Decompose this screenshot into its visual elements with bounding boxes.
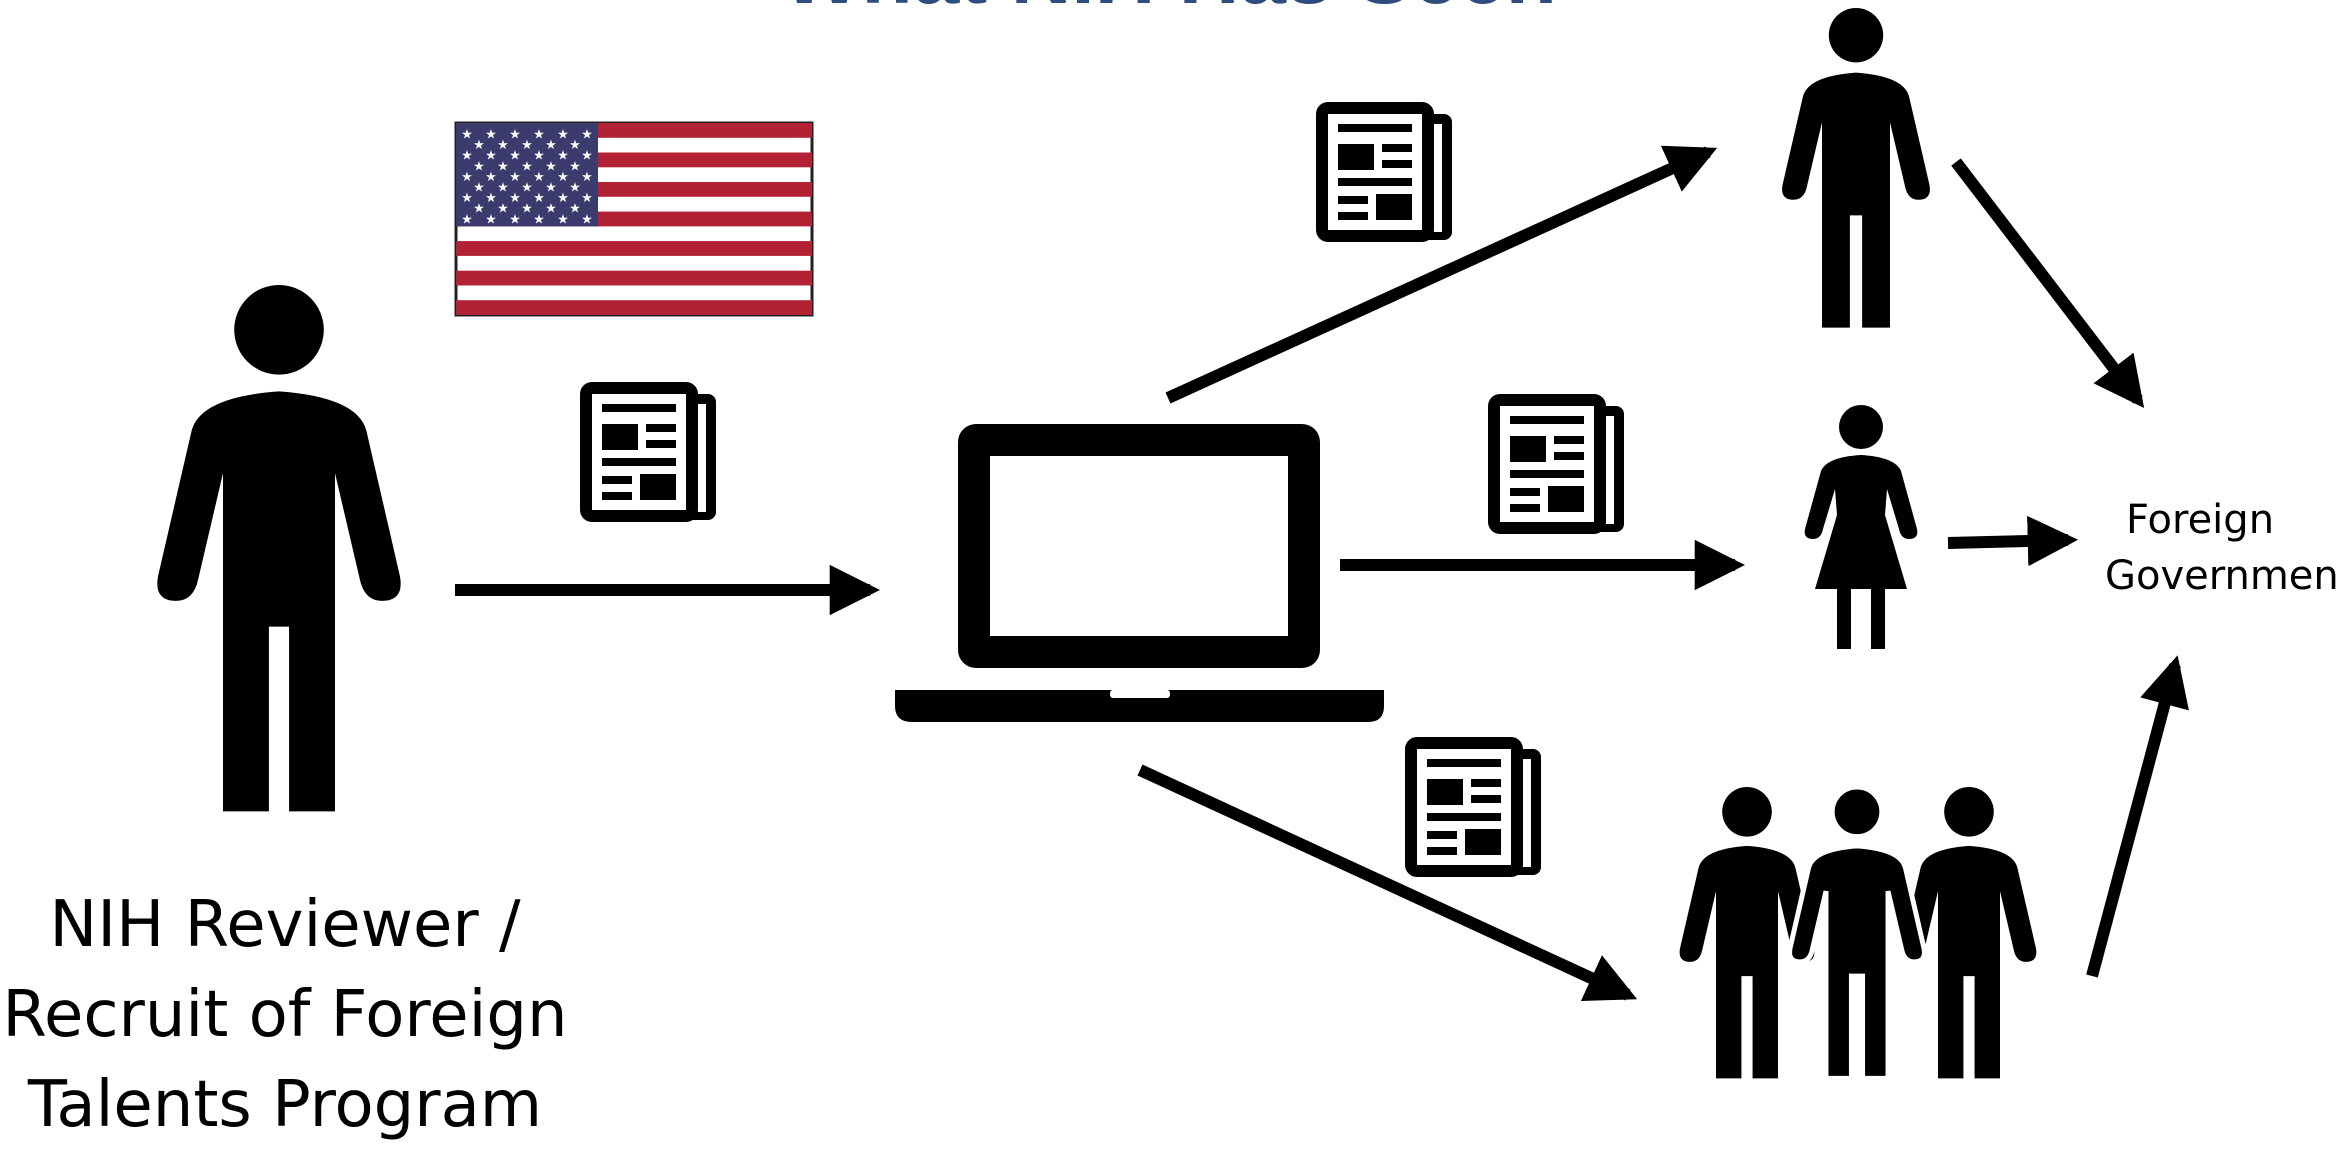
foreign-government-label: Foreign Government [2105, 492, 2339, 604]
flag-star-icon: ★ [569, 181, 581, 196]
flag-star-icon: ★ [581, 170, 593, 185]
arrow-icon [1951, 158, 2145, 409]
flag-star-icon: ★ [557, 128, 569, 143]
flag-star-icon: ★ [557, 170, 569, 185]
arrow-icon [1137, 764, 1638, 1002]
flag-star-icon: ★ [485, 170, 497, 185]
flag-star-icon: ★ [581, 212, 593, 227]
flag-star-icon: ★ [581, 128, 593, 143]
flag-star-icon: ★ [485, 191, 497, 206]
document-icon [580, 382, 716, 522]
reviewer-caption-line-1: NIH Reviewer / [49, 888, 521, 962]
flag-star-icon: ★ [485, 149, 497, 164]
flag-star-icon: ★ [461, 170, 473, 185]
flag-star-icon: ★ [473, 159, 485, 174]
flag-star-icon: ★ [557, 191, 569, 206]
flag-star-icon: ★ [581, 149, 593, 164]
arrow-icon [1165, 145, 1718, 404]
flag-star-icon: ★ [533, 128, 545, 143]
group-icon [1679, 787, 2037, 1078]
flag-star-icon: ★ [509, 128, 521, 143]
flag-star-icon: ★ [509, 170, 521, 185]
flag-star-icon: ★ [557, 149, 569, 164]
document-icon [1405, 737, 1541, 877]
document-icon [1488, 394, 1624, 534]
flag-star-icon: ★ [509, 149, 521, 164]
flag-star-icon: ★ [533, 212, 545, 227]
flag-star-icon: ★ [473, 202, 485, 217]
flag-star-icon: ★ [521, 181, 533, 196]
flag-star-icon: ★ [533, 149, 545, 164]
flag-star-icon: ★ [497, 138, 509, 153]
flag-star-icon: ★ [497, 181, 509, 196]
document-icon [1316, 102, 1452, 242]
flag-star-icon: ★ [569, 159, 581, 174]
reviewer-caption-line-2: Recruit of Foreign [2, 978, 568, 1052]
flag-star-icon: ★ [521, 202, 533, 217]
flag-star-icon: ★ [545, 202, 557, 217]
flag-star-icon: ★ [473, 181, 485, 196]
woman-icon [1804, 405, 1918, 649]
flag-star-icon: ★ [521, 159, 533, 174]
page-title: What NIH Has Seen [0, 0, 2339, 16]
flag-star-icon: ★ [485, 212, 497, 227]
flag-star-icon: ★ [545, 159, 557, 174]
reviewer-caption-line-3: Talents Program [27, 1068, 543, 1142]
flag-star-icon: ★ [569, 138, 581, 153]
flag-star-icon: ★ [461, 149, 473, 164]
flag-star-icon: ★ [545, 138, 557, 153]
flag-star-icon: ★ [461, 191, 473, 206]
flag-star-icon: ★ [545, 181, 557, 196]
foreign-government-line-2: Government [2105, 553, 2339, 599]
us-flag-icon: ★★★★★★★★★★★★★★★★★★★★★★★★★★★★★★★★★★★★★★★★… [454, 121, 814, 317]
reviewer-person-icon [157, 285, 401, 812]
flag-star-icon: ★ [521, 138, 533, 153]
flag-star-icon: ★ [533, 170, 545, 185]
recipient-person-icon [1782, 8, 1930, 328]
flag-star-icon: ★ [461, 212, 473, 227]
foreign-government-line-1: Foreign [2125, 497, 2275, 543]
flag-star-icon: ★ [485, 128, 497, 143]
flag-star-icon: ★ [569, 202, 581, 217]
flag-star-icon: ★ [509, 212, 521, 227]
flag-star-icon: ★ [461, 128, 473, 143]
flag-star-icon: ★ [497, 159, 509, 174]
flag-star-icon: ★ [533, 191, 545, 206]
flag-star-icon: ★ [473, 138, 485, 153]
flag-star-icon: ★ [497, 202, 509, 217]
arrow-icon [2086, 655, 2189, 978]
flag-star-icon: ★ [509, 191, 521, 206]
arrow-icon [1947, 515, 2079, 567]
flag-star-icon: ★ [581, 191, 593, 206]
reviewer-caption: NIH Reviewer / Recruit of Foreign Talent… [0, 880, 570, 1150]
laptop-icon [895, 424, 1384, 722]
flag-star-icon: ★ [557, 212, 569, 227]
